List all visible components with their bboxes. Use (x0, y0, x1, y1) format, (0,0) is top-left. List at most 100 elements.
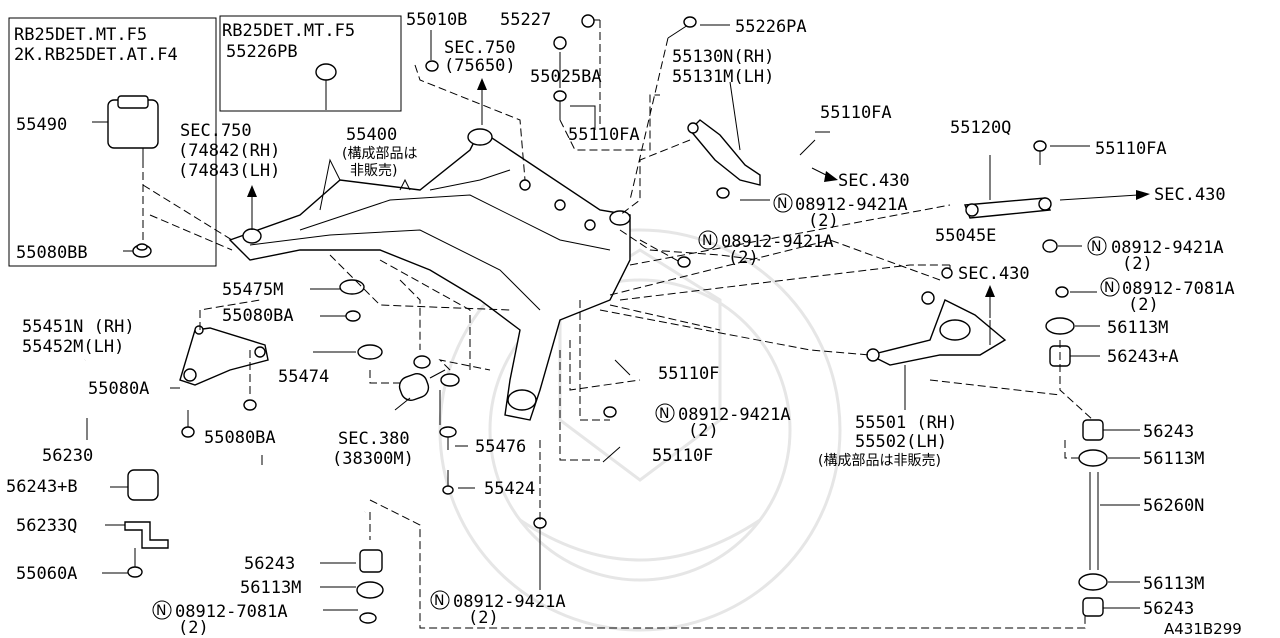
label-56243B[interactable]: 56243+B (6, 477, 78, 497)
svg-text:(2): (2) (468, 608, 499, 628)
svg-text:N: N (1091, 239, 1101, 255)
lower-link-55451N-part[interactable] (179, 325, 269, 386)
label-55110F-1[interactable]: 55110F (658, 364, 719, 384)
nut-55080BB-part[interactable] (132, 243, 152, 258)
n-08912-7081A-2[interactable]: N 08912-7081A (2) (152, 600, 288, 638)
svg-text:N: N (1104, 280, 1114, 296)
label-55110F-2[interactable]: 55110F (652, 446, 713, 466)
label-55452M[interactable]: 55452M(LH) (22, 337, 124, 357)
label-55010B[interactable]: 55010B (406, 10, 467, 30)
label-55045E[interactable]: 55045E (935, 226, 996, 246)
label-55476[interactable]: 55476 (475, 437, 526, 457)
label-55060A[interactable]: 55060A (16, 564, 77, 584)
label-56113M-1[interactable]: 56113M (240, 578, 301, 598)
label-56113M-2[interactable]: 56113M (1107, 318, 1168, 338)
rear-subframe-part[interactable] (228, 128, 631, 421)
n-08912-9421A-4[interactable]: N 08912-9421A (2) (655, 403, 791, 441)
variant-box-left (8, 17, 217, 267)
svg-text:N: N (434, 593, 444, 609)
svg-text:08912-7081A: 08912-7081A (1122, 279, 1235, 299)
n-08912-9421A-3[interactable]: N 08912-9421A (2) (1087, 236, 1224, 274)
bushing-stack-left[interactable] (356, 549, 384, 624)
label-55424[interactable]: 55424 (484, 479, 535, 499)
label-55475M[interactable]: 55475M (222, 280, 283, 300)
label-55120Q[interactable]: 55120Q (950, 118, 1011, 138)
svg-text:N: N (702, 233, 712, 249)
stabilizer-bar-part[interactable] (68, 359, 366, 528)
label-56233Q[interactable]: 56233Q (16, 516, 77, 536)
label-55474[interactable]: 55474 (278, 367, 329, 387)
label-56243-2[interactable]: 56243 (1143, 422, 1194, 442)
engine-variant-line1: RB25DET.MT.F5 (14, 25, 147, 45)
label-55131M[interactable]: 55131M(LH) (672, 67, 774, 87)
svg-text:N: N (659, 406, 669, 422)
sec380[interactable]: SEC.380 (338, 429, 410, 449)
upper-link-55130N-part[interactable] (687, 119, 761, 186)
svg-text:08912-7081A: 08912-7081A (175, 602, 288, 622)
label-55110FA-2[interactable]: 55110FA (820, 103, 892, 123)
variant-box-top (219, 15, 402, 112)
label-55451N[interactable]: 55451N (RH) (22, 317, 135, 337)
label-56243-3[interactable]: 56243 (1143, 599, 1194, 619)
label-55502[interactable]: 55502(LH) (855, 432, 947, 452)
svg-text:N: N (156, 603, 166, 619)
diff-mount-part[interactable] (397, 355, 446, 403)
label-55110FA-3[interactable]: 55110FA (1095, 139, 1167, 159)
sec750-left[interactable]: SEC.750 (180, 121, 252, 141)
n-08912-9421A-1[interactable]: N 08912-9421A (2) (773, 193, 908, 231)
direction-arrows (247, 78, 1150, 318)
label-5550x-note: (構成部品は非販売) (818, 453, 941, 469)
label-56260N[interactable]: 56260N (1143, 496, 1204, 516)
sec430-b[interactable]: SEC.430 (1154, 185, 1226, 205)
bushing-stack-right[interactable] (1078, 419, 1108, 617)
label-56113M-4[interactable]: 56113M (1143, 574, 1204, 594)
stud-55226PB-part[interactable] (315, 63, 337, 100)
label-55400[interactable]: 55400 (346, 125, 397, 145)
svg-text:08912-9421A: 08912-9421A (678, 405, 791, 425)
diagram-code: A431B299 (1164, 620, 1242, 638)
sec430-c[interactable]: SEC.430 (958, 264, 1030, 284)
label-55501[interactable]: 55501 (RH) (855, 413, 957, 433)
n-08912-9421A-5[interactable]: N 08912-9421A (2) (430, 590, 566, 628)
bracket-56233Q-part[interactable] (124, 521, 169, 549)
label-55130N[interactable]: 55130N(RH) (672, 47, 774, 67)
engine-variant-box2-line1: RB25DET.MT.F5 (222, 21, 355, 41)
n-08912-7081A-1[interactable]: N 08912-7081A (2) (1100, 277, 1235, 315)
label-55080BB[interactable]: 55080BB (16, 243, 88, 263)
label-55226PA[interactable]: 55226PA (735, 17, 807, 37)
leader-lines (86, 19, 1140, 629)
label-55080BA-1[interactable]: 55080BA (222, 306, 294, 326)
svg-text:08912-9421A: 08912-9421A (1111, 238, 1224, 258)
label-55490[interactable]: 55490 (16, 115, 67, 135)
sec430-a[interactable]: SEC.430 (838, 171, 910, 191)
label-55226PB[interactable]: 55226PB (226, 42, 298, 62)
watermark-emblem (438, 228, 842, 632)
svg-text:08912-9421A: 08912-9421A (721, 232, 834, 252)
svg-text:08912-9421A: 08912-9421A (453, 592, 566, 612)
label-56230[interactable]: 56230 (42, 446, 93, 466)
label-55025BA[interactable]: 55025BA (530, 67, 602, 87)
label-55080BA-2[interactable]: 55080BA (204, 428, 276, 448)
label-55110FA-1[interactable]: 55110FA (568, 125, 640, 145)
bushing-56243B-part[interactable] (127, 469, 159, 501)
link-55120Q-part[interactable] (964, 197, 1052, 219)
svg-text:(2): (2) (728, 248, 759, 268)
sec750-top[interactable]: SEC.750 (444, 38, 516, 58)
lower-arm-55501-part[interactable] (866, 291, 1007, 366)
svg-text:(2): (2) (178, 618, 209, 638)
bolt-55060A-part[interactable] (127, 548, 143, 578)
svg-text:(2): (2) (688, 421, 719, 441)
label-56113M-3[interactable]: 56113M (1143, 449, 1204, 469)
label-56243A[interactable]: 56243+A (1107, 347, 1179, 367)
label-55227[interactable]: 55227 (500, 10, 551, 30)
svg-text:08912-9421A: 08912-9421A (795, 195, 908, 215)
svg-text:N: N (777, 196, 787, 212)
svg-text:(2): (2) (1128, 295, 1159, 315)
label-55080A[interactable]: 55080A (88, 379, 149, 399)
n-08912-9421A-2[interactable]: N 08912-9421A (2) (698, 230, 834, 268)
engine-mount-part[interactable] (107, 95, 159, 160)
small-hardware[interactable] (181, 14, 1069, 529)
sec750-top-ref: (75650) (444, 56, 516, 76)
label-56243-1[interactable]: 56243 (244, 554, 295, 574)
